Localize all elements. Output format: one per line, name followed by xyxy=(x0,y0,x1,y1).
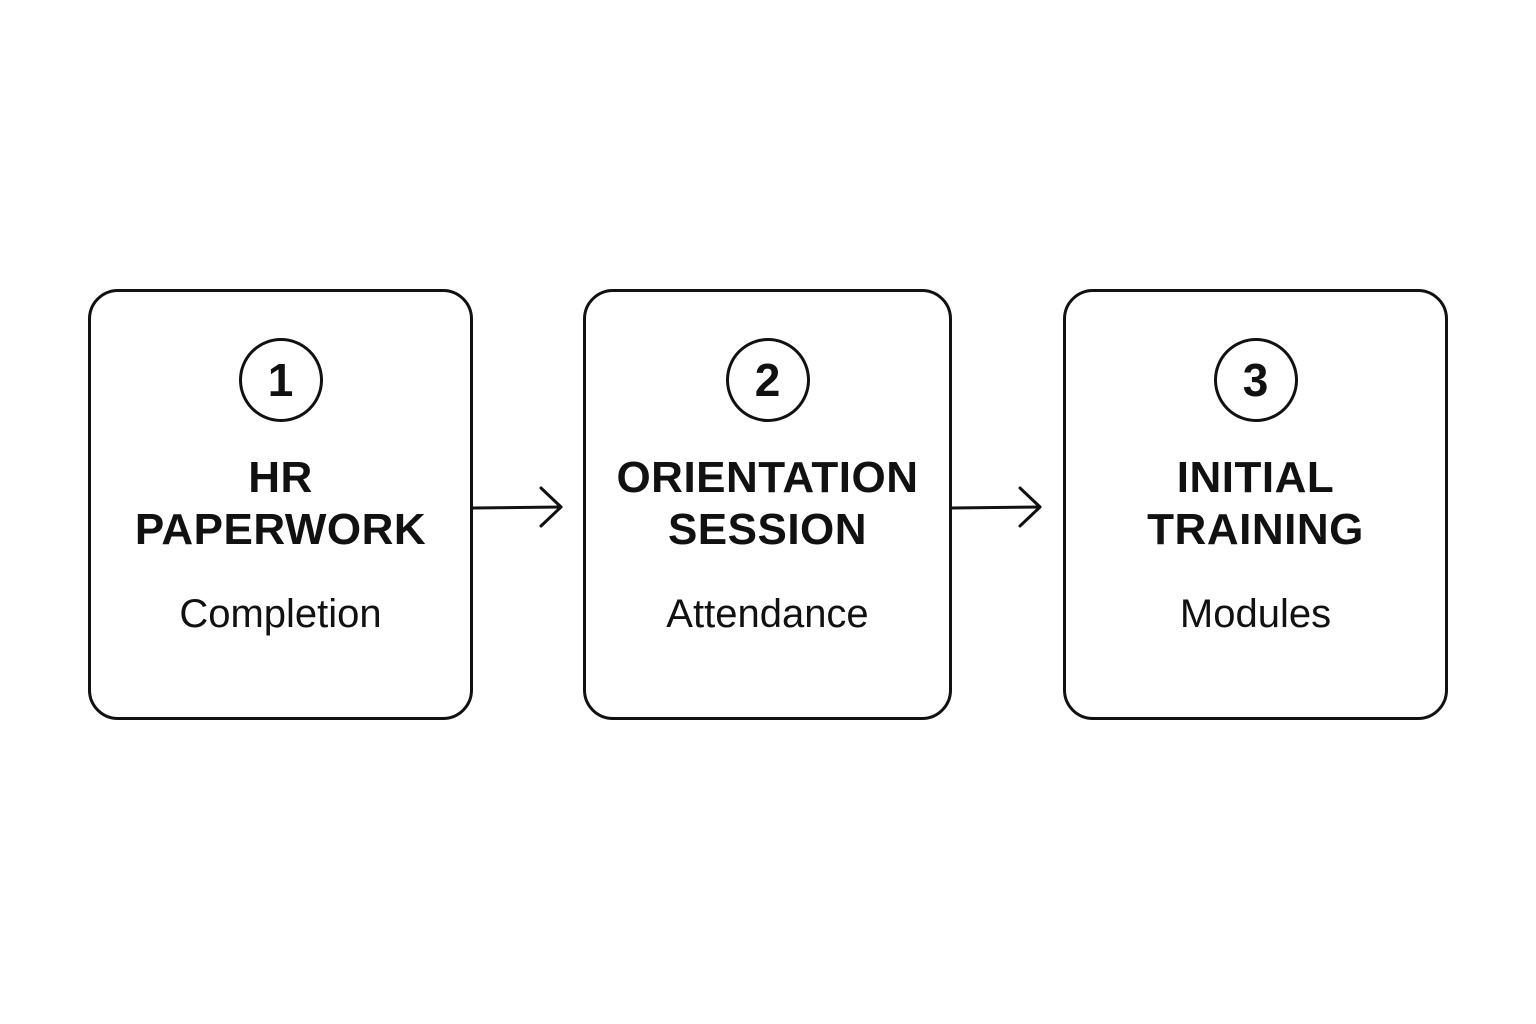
step-card-hr-paperwork: 1 HR PAPERWORK Completion xyxy=(88,289,473,720)
step-title-line: ORIENTATION xyxy=(616,453,919,502)
step-title-line: INITIAL xyxy=(1176,453,1335,502)
arrow-right-icon xyxy=(471,486,563,528)
step-title-line: TRAINING xyxy=(1147,505,1364,554)
arrow-right-icon xyxy=(950,486,1042,528)
step-number-badge: 3 xyxy=(1213,338,1298,422)
step-number-badge: 2 xyxy=(725,338,810,422)
step-card-orientation-session: 2 ORIENTATION SESSION Attendance xyxy=(583,289,952,720)
step-title-line: HR xyxy=(248,453,313,502)
step-title-line: PAPERWORK xyxy=(134,505,427,554)
step-title: ORIENTATION SESSION xyxy=(586,452,949,556)
step-title: HR PAPERWORK xyxy=(91,452,470,556)
step-number-badge: 1 xyxy=(238,338,323,422)
step-subtitle: Attendance xyxy=(666,592,869,636)
step-card-initial-training: 3 INITIAL TRAINING Modules xyxy=(1063,289,1448,720)
step-title-line: SESSION xyxy=(667,505,868,554)
step-subtitle: Completion xyxy=(179,592,382,636)
step-subtitle: Modules xyxy=(1179,592,1332,636)
step-title: INITIAL TRAINING xyxy=(1066,452,1445,556)
